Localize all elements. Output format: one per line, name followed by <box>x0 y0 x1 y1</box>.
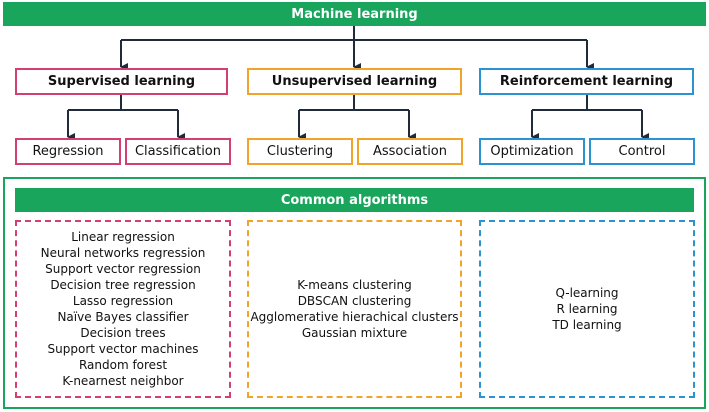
algorithm-item: Gaussian mixture <box>301 326 408 340</box>
algorithm-item: Decision tree regression <box>50 278 196 292</box>
sub-regression-label: Regression <box>32 144 104 159</box>
category-unsupervised: Unsupervised learning <box>247 68 462 95</box>
algorithm-item: TD learning <box>552 318 622 332</box>
root-title: Machine learning <box>291 6 418 22</box>
algorithm-item: Agglomerative hierachical clusters <box>250 310 459 324</box>
sub-clustering: Clustering <box>247 138 353 165</box>
algorithm-item: Linear regression <box>71 230 175 244</box>
sub-clustering-label: Clustering <box>266 144 334 159</box>
algorithm-item: K-nearnest neighbor <box>62 374 184 388</box>
supervised-algorithms-box: Linear regression Neural networks regres… <box>15 220 231 398</box>
category-supervised: Supervised learning <box>15 68 228 95</box>
unsupervised-algorithms-box: K-means clustering DBSCAN clustering Agg… <box>247 220 462 398</box>
algorithm-item: Q-learning <box>555 286 619 300</box>
sub-optimization: Optimization <box>479 138 585 165</box>
sub-classification: Classification <box>125 138 231 165</box>
category-reinforcement-label: Reinforcement learning <box>499 74 674 89</box>
common-algorithms-title: Common algorithms <box>280 192 429 208</box>
algorithm-item: Lasso regression <box>72 294 174 308</box>
algorithm-item: K-means clustering <box>297 278 412 292</box>
common-algorithms-bar: Common algorithms <box>15 188 694 212</box>
algorithm-item: Naïve Bayes classifier <box>57 310 189 324</box>
algorithm-item: R learning <box>556 302 618 316</box>
algorithm-item: DBSCAN clustering <box>297 294 412 308</box>
common-algorithms-frame <box>3 177 706 409</box>
algorithm-item: Support vector machines <box>47 342 199 356</box>
algorithm-item: Decision trees <box>80 326 166 340</box>
algorithm-item: Support vector regression <box>45 262 201 276</box>
sub-association-label: Association <box>372 144 448 159</box>
sub-classification-label: Classification <box>134 144 222 159</box>
category-supervised-label: Supervised learning <box>47 74 196 89</box>
algorithm-item: Neural networks regression <box>40 246 206 260</box>
root-title-bar: Machine learning <box>3 2 706 26</box>
category-reinforcement: Reinforcement learning <box>479 68 694 95</box>
sub-regression: Regression <box>15 138 121 165</box>
category-unsupervised-label: Unsupervised learning <box>271 74 438 89</box>
sub-association: Association <box>357 138 463 165</box>
reinforcement-algorithms-box: Q-learning R learning TD learning <box>479 220 695 398</box>
algorithm-item: Random forest <box>78 358 168 372</box>
sub-optimization-label: Optimization <box>490 144 574 159</box>
sub-control-label: Control <box>618 144 666 159</box>
sub-control: Control <box>589 138 695 165</box>
